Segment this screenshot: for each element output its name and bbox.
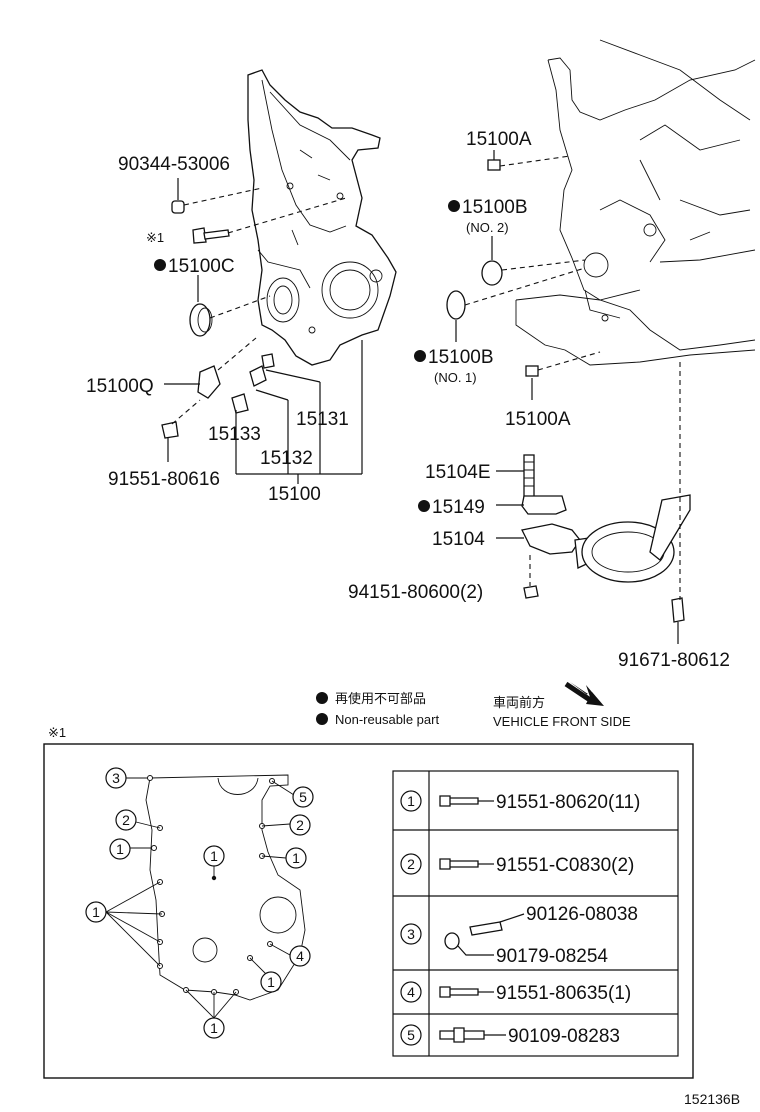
table-row-3-part-b: 90179-08254 [496,946,608,967]
callout-1: 1 [92,904,100,920]
label-91671-80612: 91671-80612 [618,650,730,671]
label-15104: 15104 [432,529,485,550]
label-15100: 15100 [268,484,321,505]
engine-block-drawing [515,39,756,366]
bolt-icon [439,858,479,870]
nonreusable-dot [316,713,328,725]
table-row-4-part: 91551-80635(1) [496,983,631,1004]
nut-icon [444,932,460,950]
nonreusable-dot [448,200,460,212]
label-no2: (NO. 2) [466,220,509,235]
detail-box [43,743,694,1079]
nonreusable-dot [418,500,430,512]
label-15100A-top: 15100A [466,129,532,150]
table-row-2-part: 91551-C0830(2) [496,855,634,876]
legend-front-en: VEHICLE FRONT SIDE [493,714,631,729]
label-15149: 15149 [432,497,485,518]
label-15100Q: 15100Q [86,376,154,397]
detail-parts-table: 1 91551-80620(11) 2 91551-C0830(2) 3 901… [392,770,679,1057]
label-15100C: 15100C [168,256,235,277]
timing-cover-drawing [247,69,397,366]
callout-1: 1 [116,841,124,857]
table-row-5-num: 5 [407,1027,415,1043]
table-row-1-part: 91551-80620(11) [496,792,640,813]
label-no1: (NO. 1) [434,370,477,385]
callout-3: 3 [112,770,120,786]
callout-4: 4 [296,948,304,964]
stud-bolt-icon [469,921,503,936]
right-parts [446,159,691,623]
legend-nonreusable-jp: 再使用不可部品 [335,691,426,706]
callout-2: 2 [122,812,130,828]
table-row-3-part-a: 90126-08038 [526,904,638,925]
label-15104E: 15104E [425,462,491,483]
label-90344-53006: 90344-53006 [118,154,230,175]
nonreusable-dot [154,259,166,271]
callout-5: 5 [299,789,307,805]
callout-2: 2 [296,817,304,833]
legend-front-jp: 車両前方 [493,695,545,710]
detail-callouts: 3 2 1 1 1 5 2 1 4 1 1 [85,767,314,1039]
bolt-icon [439,986,479,998]
callout-1: 1 [210,1020,218,1036]
nonreusable-dot [414,350,426,362]
legend-nonreusable-en: Non-reusable part [335,712,439,727]
label-91551-80616: 91551-80616 [108,469,220,490]
legend: 再使用不可部品 Non-reusable part 車両前方 VEHICLE F… [316,681,631,729]
label-15100B-no1: 15100B [428,347,494,368]
bolt-icon [439,795,479,807]
detail-note-mark: ※1 [48,725,66,740]
nonreusable-dot [316,692,328,704]
left-small-parts [161,200,275,439]
right-leaders [455,150,681,644]
left-leaders [164,178,363,484]
table-row-5-part: 90109-08283 [508,1026,620,1047]
table-row-2-num: 2 [407,856,415,872]
callout-1: 1 [292,850,300,866]
table-row-1-num: 1 [407,793,415,809]
label-15132: 15132 [260,448,313,469]
detail-bolt-dots [147,775,275,995]
note-mark-1: ※1 [146,230,164,245]
label-94151-80600: 94151-80600(2) [348,582,483,603]
callout-1: 1 [267,974,275,990]
detail-cover-outline [145,774,306,1001]
label-15100A-bottom: 15100A [505,409,571,430]
label-15133: 15133 [208,424,261,445]
table-row-4-num: 4 [407,984,415,1000]
label-15100B-no2: 15100B [462,197,528,218]
figure-code: 152136B [684,1091,740,1107]
detail-leaders [105,777,295,1019]
label-15131: 15131 [296,409,349,430]
table-row-3-num: 3 [407,926,415,942]
callout-1: 1 [210,848,218,864]
stud-bolt-icon [439,1027,485,1043]
